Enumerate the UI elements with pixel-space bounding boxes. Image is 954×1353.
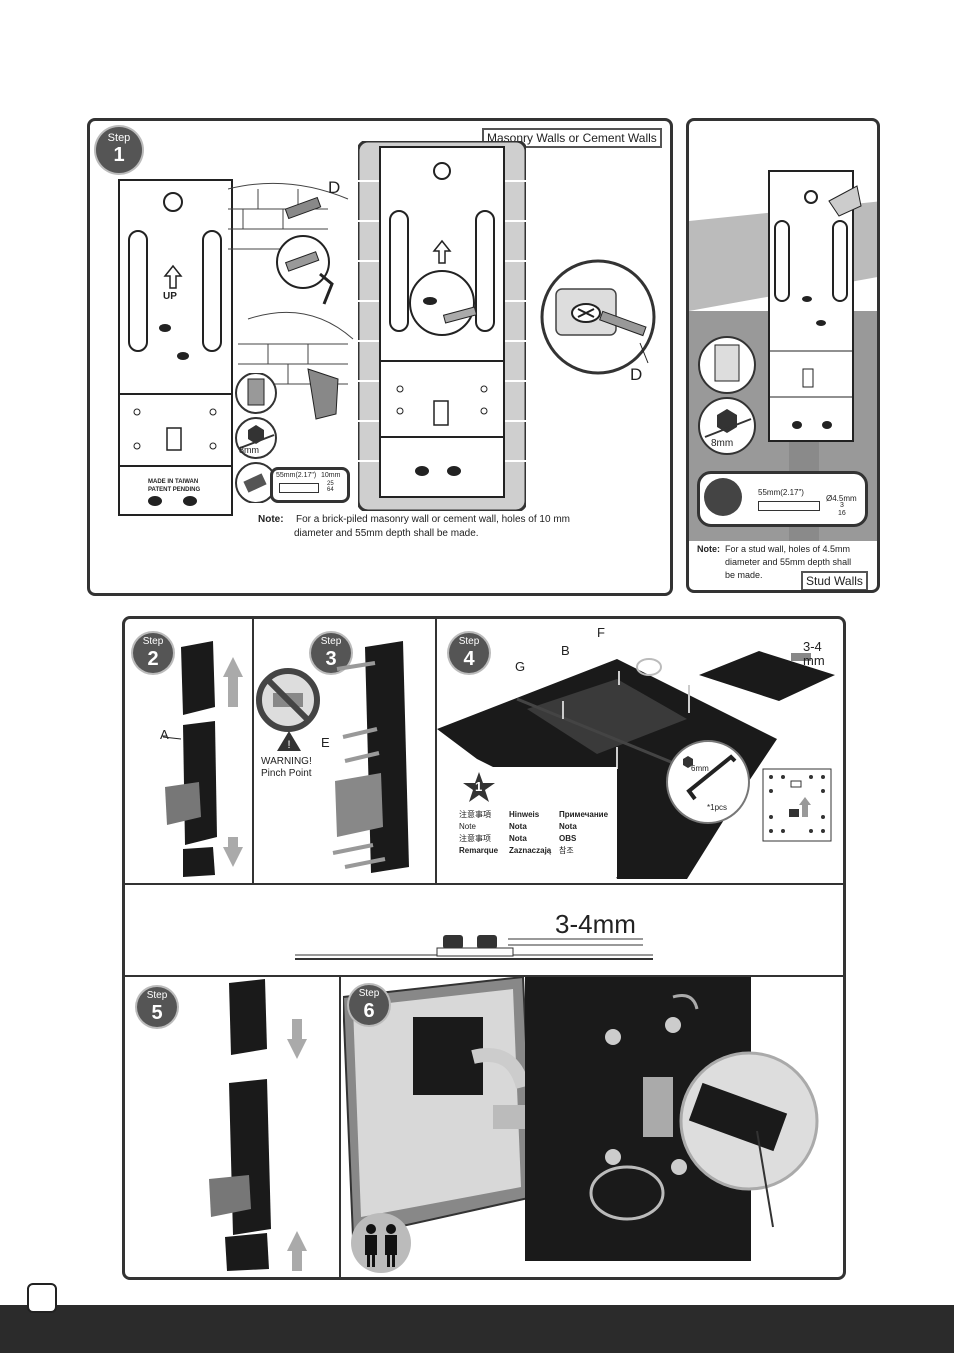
stud-note-line2: diameter and 55mm depth shall: [725, 557, 852, 567]
stud-panel: 8mm 55mm(2.17") Ø4.5mm 3 16 Note: For a …: [686, 118, 880, 593]
plate-text-line1: MADE IN TAIWAN: [148, 479, 199, 485]
divider-v3: [339, 975, 341, 1277]
divider-v1: [252, 619, 254, 883]
step2-badge: Step 2: [133, 633, 173, 673]
step3-illustration: [332, 641, 409, 873]
note-number: 1: [475, 779, 483, 794]
masonry-walls-tag: Masonry Walls or Cement Walls: [482, 128, 662, 148]
dia-label: 10mm: [321, 472, 341, 479]
note-line1: For a brick-piled masonry wall or cement…: [296, 514, 570, 525]
label-d-top: D: [328, 178, 341, 197]
stud-drill-bit-size: 8mm: [711, 438, 734, 449]
no-pinch-icon: [256, 668, 320, 732]
tools-illustration: [235, 373, 277, 503]
step5-badge: Step 5: [137, 987, 177, 1027]
stud-note-line3: be made.: [725, 570, 763, 580]
label-b: B: [561, 643, 570, 658]
page-footer-bar: [0, 1305, 954, 1353]
drill-bit-size: 8mm: [239, 445, 259, 455]
divider-h1: [125, 883, 843, 885]
stud-depth-bar: [758, 501, 820, 511]
gap-label: 3-4mm: [555, 909, 636, 939]
two-person-icon: [351, 1213, 411, 1273]
depth-label: 55mm(2.17"): [276, 472, 317, 479]
step6-illustration: [343, 977, 819, 1261]
label-f: F: [597, 625, 605, 640]
label-e: E: [321, 735, 330, 750]
note-line2: diameter and 55mm depth shall be made.: [294, 528, 479, 539]
stud-depth-label: 55mm(2.17"): [758, 488, 804, 497]
wall-plate-illustration: [118, 179, 233, 516]
warning-triangle-icon: !: [277, 731, 301, 751]
step4-badge: Step 4: [449, 633, 489, 673]
plate-text-line2: PATENT PENDING: [148, 487, 201, 493]
mounting-plate-illustration: [699, 651, 835, 701]
warning-line2: Pinch Point: [261, 768, 312, 779]
stud-dia-label: Ø4.5mm: [826, 494, 857, 503]
up-label: UP: [163, 291, 177, 302]
divider-h2: [125, 975, 843, 977]
gap-label-line1: 3-4: [803, 639, 822, 654]
step5-illustration: [209, 979, 307, 1271]
divider-v2: [435, 619, 437, 883]
masonry-wall-plate-illustration: [358, 141, 526, 511]
label-g: G: [515, 659, 526, 674]
depth-bar: [279, 483, 319, 493]
anchor-zoom-illustration: [540, 259, 656, 375]
stud-walls-tag: Stud Walls: [801, 571, 868, 590]
stud-drill-icon: [704, 478, 742, 516]
brick-wall-drill-illustration: [228, 182, 354, 420]
steps-2-6-panel: Step 2 A Step 3 ! WARNING! Pinch Point E: [122, 616, 846, 1280]
stud-dia-fraction-num: 3: [840, 502, 844, 509]
hex-key-size: 6mm: [691, 764, 709, 773]
label-a: A: [160, 727, 169, 742]
hex-key-zoom: [666, 740, 750, 824]
stud-note-line1: For a stud wall, holes of 4.5mm: [725, 544, 851, 554]
stud-drill-depth-box: 55mm(2.17") Ø4.5mm 3 16: [697, 471, 868, 527]
note-title: Note:: [258, 514, 284, 525]
gap-label-line2: mm: [803, 653, 825, 668]
gap-spacer-illustration: [295, 935, 653, 960]
label-d-zoom: D: [630, 365, 643, 384]
stud-dia-fraction-den: 16: [838, 510, 846, 517]
hex-key-qty: *1pcs: [707, 803, 728, 812]
star-note-icon: [463, 772, 495, 802]
vesa-plate-diagram: [762, 768, 832, 842]
svg-text:!: !: [287, 739, 290, 751]
step6-badge: Step 6: [349, 985, 389, 1025]
step1-badge: Step 1: [96, 127, 142, 173]
step2-illustration: [162, 641, 243, 877]
warning-line1: WARNING!: [261, 756, 312, 767]
dia-fraction-den: 64: [327, 487, 334, 493]
step1-panel: Step 1 Masonry Walls or Cement Walls UP …: [87, 118, 673, 596]
page-number-box: [27, 1283, 57, 1313]
drill-depth-box: 55mm(2.17") 10mm 25 64: [270, 467, 350, 503]
dia-fraction-num: 25: [327, 481, 334, 487]
stud-note-title: Note:: [697, 544, 720, 554]
